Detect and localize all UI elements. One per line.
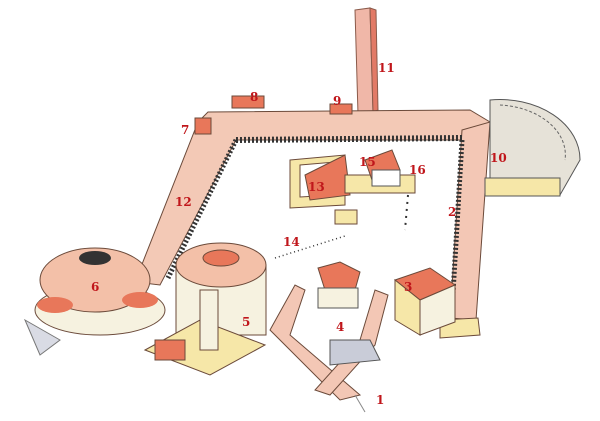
label-11: 11 xyxy=(378,61,395,75)
central-building xyxy=(317,261,361,309)
tower xyxy=(354,7,379,115)
label-7: 7 xyxy=(181,123,190,137)
building-3 xyxy=(393,267,457,336)
label-8: 8 xyxy=(250,90,259,104)
label-4: 4 xyxy=(336,320,345,334)
label-10: 10 xyxy=(490,151,507,165)
label-6: 6 xyxy=(91,280,100,294)
label-3: 3 xyxy=(404,280,413,294)
building-13 xyxy=(289,154,358,225)
rotunda-5 xyxy=(143,242,267,376)
label-15: 15 xyxy=(359,155,376,169)
corridors xyxy=(269,284,389,401)
temple xyxy=(344,149,416,194)
rotunda-6 xyxy=(23,247,166,356)
label-12: 12 xyxy=(175,195,192,209)
label-9: 9 xyxy=(333,94,342,108)
label-13: 13 xyxy=(308,180,325,194)
path-14 xyxy=(274,235,346,259)
label-5: 5 xyxy=(242,315,251,329)
label-1: 1 xyxy=(376,393,385,407)
label-2: 2 xyxy=(448,205,457,219)
colonnade xyxy=(134,95,491,339)
label-16: 16 xyxy=(409,163,426,177)
label-14: 14 xyxy=(283,235,300,249)
theater xyxy=(484,99,581,197)
